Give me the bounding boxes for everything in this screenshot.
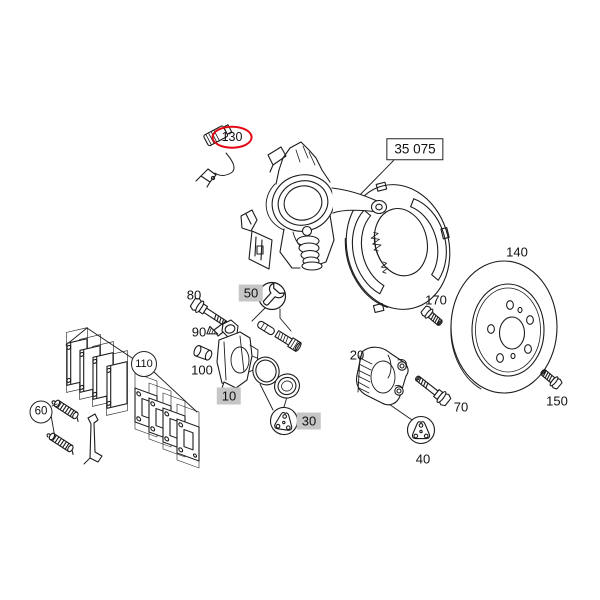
spring-kit-drawing — [45, 397, 103, 465]
part-label-70: 70 — [453, 399, 469, 415]
wrench-badge — [257, 281, 287, 311]
part-label-40: 40 — [415, 451, 431, 467]
part-label-110: 110 — [131, 351, 157, 377]
sleeve-bolt-drawing — [274, 330, 302, 352]
bushing-100-drawing — [193, 344, 213, 361]
part-label-10: 10 — [216, 387, 242, 405]
piston-seals-drawing — [252, 356, 300, 399]
part-label-30: 30 — [296, 412, 322, 430]
wrench-icon — [262, 282, 285, 306]
screw-90-drawing — [206, 325, 219, 335]
dust-shield-drawing — [344, 181, 451, 314]
part-label-20: 20 — [349, 347, 365, 363]
bolt-170-drawing — [419, 304, 446, 329]
caliper-drawing — [355, 346, 409, 406]
steering-knuckle-drawing — [240, 141, 388, 271]
part-label-80: 80 — [186, 287, 202, 303]
part-label-150: 150 — [546, 393, 568, 409]
part-label-130: 130 — [211, 125, 253, 149]
part-label-90: 90 — [191, 324, 207, 340]
cap-40-drawing — [406, 415, 436, 445]
shim-plates-drawing — [134, 372, 200, 469]
part-label-170: 170 — [425, 292, 447, 308]
brake-disc-drawing — [450, 260, 558, 394]
part-label-60: 60 — [29, 400, 53, 424]
carrier-bracket-drawing — [213, 319, 259, 397]
guide-pin-drawing — [257, 320, 275, 336]
bolt-70-drawing — [411, 371, 453, 408]
bolt-150-drawing — [537, 366, 564, 391]
part-label-140: 140 — [506, 244, 528, 260]
part-label-35075: 35 075 — [386, 138, 444, 160]
brake-pads-drawing — [65, 327, 129, 416]
part-label-100: 100 — [191, 362, 213, 378]
part-label-50: 50 — [238, 284, 264, 302]
cap-30-drawing — [268, 405, 300, 437]
